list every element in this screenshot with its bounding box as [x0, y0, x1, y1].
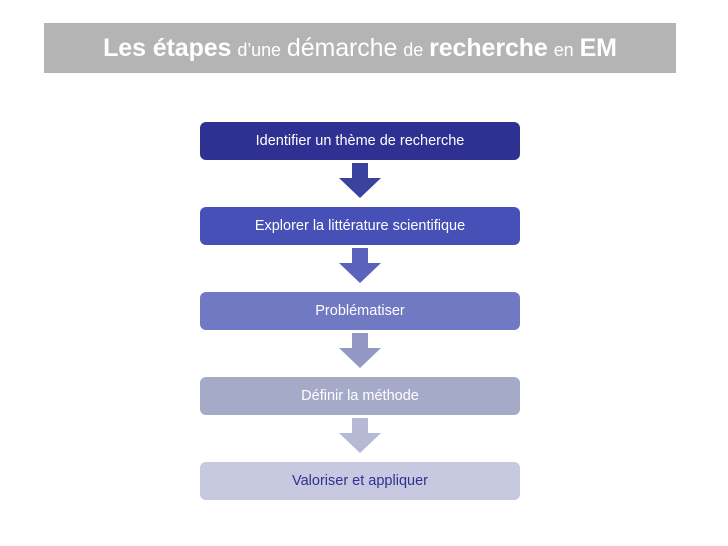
flow-connector-arrow-down-2 [338, 248, 382, 284]
flow-connector-arrow-down-3 [338, 333, 382, 369]
flow-connector-arrow-down-1 [338, 163, 382, 199]
title-part-2: d’une [237, 39, 281, 60]
flow-step-5[interactable]: Valoriser et appliquer [200, 462, 520, 500]
title-part-4: de [403, 39, 424, 60]
flow-step-1-label: Identifier un thème de recherche [255, 132, 465, 149]
title-part-3: démarche [286, 33, 398, 62]
flow-connector-arrow-down-4 [338, 418, 382, 454]
flow-step-2[interactable]: Explorer la littérature scientifique [200, 207, 520, 245]
title-part-1: Les étapes [103, 33, 232, 62]
flow-step-3[interactable]: Problématiser [200, 292, 520, 330]
flow-step-2-label: Explorer la littérature scientifique [254, 217, 466, 234]
page-title: Les étapes d’une démarche de recherche e… [103, 33, 617, 62]
flow-step-1[interactable]: Identifier un thème de recherche [200, 122, 520, 160]
title-part-7: EM [579, 33, 617, 62]
flow-step-5-label: Valoriser et appliquer [292, 472, 428, 489]
flow-step-3-label: Problématiser [315, 302, 405, 319]
slide-title-banner: Les étapes d’une démarche de recherche e… [44, 23, 676, 73]
flow-step-4[interactable]: Définir la méthode [200, 377, 520, 415]
title-part-5: recherche [429, 33, 548, 62]
flow-step-4-label: Définir la méthode [301, 387, 419, 404]
title-part-6: en [553, 39, 574, 60]
